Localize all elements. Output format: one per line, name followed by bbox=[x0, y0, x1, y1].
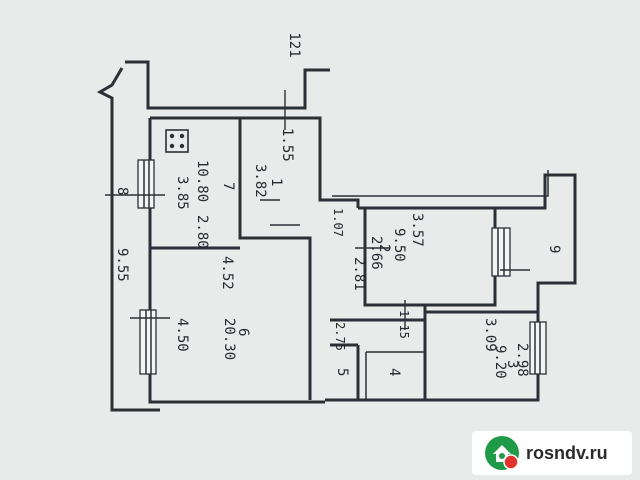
room-3-len: 3.09 bbox=[482, 318, 498, 352]
room-6-len: 4.52 bbox=[219, 256, 235, 290]
outer-wall-left bbox=[96, 67, 160, 412]
outer-dim-9-55: 9.55 bbox=[114, 248, 130, 282]
window-room7 bbox=[137, 159, 155, 209]
right-wall bbox=[325, 173, 577, 402]
room-2-wid: 2.66 bbox=[368, 236, 384, 270]
room-4-no: 4 bbox=[386, 368, 402, 376]
room-7-area: 10.80 bbox=[194, 160, 210, 202]
partition-room4-5 bbox=[330, 318, 425, 400]
plan-number: 121 bbox=[286, 32, 302, 57]
room-7-wid: 2.80 bbox=[194, 215, 210, 249]
room-3-area: 9.20 bbox=[492, 345, 508, 379]
room-1-wid: 3.82 bbox=[252, 164, 268, 198]
room-6-area: 20.30 bbox=[221, 318, 237, 360]
room-3-wid: 2.98 bbox=[514, 343, 530, 377]
outer-wall-left-inner bbox=[148, 118, 325, 404]
window-room2 bbox=[491, 227, 511, 277]
room-2-len: 3.57 bbox=[409, 213, 425, 247]
room-3-no: 3 bbox=[504, 360, 520, 368]
right-wall-outer bbox=[332, 170, 549, 197]
room-1-len: 1.55 bbox=[279, 128, 295, 162]
window-room3 bbox=[529, 321, 547, 375]
stove-icon bbox=[165, 129, 189, 153]
room-1-no: 1 bbox=[268, 178, 284, 186]
house-pin-icon bbox=[485, 436, 519, 470]
room-2-no: 2 bbox=[376, 244, 392, 252]
outer-dim-8: 8 bbox=[114, 187, 130, 195]
dimension-ticks bbox=[105, 90, 530, 330]
entry-wall-top bbox=[125, 60, 330, 110]
room-2-extra: 2.81 bbox=[351, 257, 367, 291]
room-9-no: 9 bbox=[546, 245, 562, 253]
room-5-no: 5 bbox=[334, 368, 350, 376]
watermark-badge: rosndv.ru bbox=[472, 431, 632, 475]
partition-kitchen-hall bbox=[238, 118, 312, 400]
room-7-no: 7 bbox=[220, 182, 236, 190]
top-wall bbox=[150, 116, 360, 208]
room-2-area: 9.50 bbox=[391, 228, 407, 262]
room-6-wid: 4.50 bbox=[174, 318, 190, 352]
window-room6 bbox=[139, 309, 157, 375]
room-5-len: 2.75 bbox=[333, 322, 347, 351]
dim-1-15: 1.15 bbox=[397, 310, 411, 339]
room-7-len: 3.85 bbox=[174, 176, 190, 210]
room-6-no: 6 bbox=[235, 328, 251, 336]
dim-1-07: 1.07 bbox=[331, 208, 345, 237]
partition-room4-inner bbox=[365, 351, 425, 400]
site-name: rosndv.ru bbox=[526, 442, 608, 463]
